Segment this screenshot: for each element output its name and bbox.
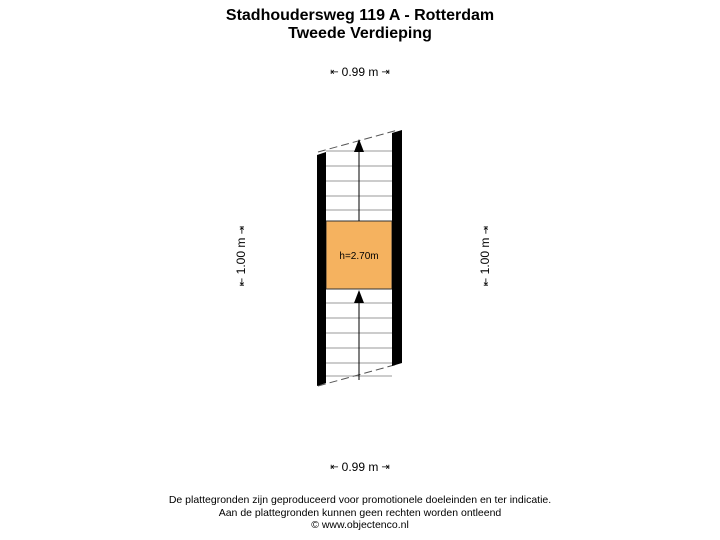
left-wall xyxy=(317,152,326,386)
dimension-arrow-left-icon: ⇤ xyxy=(330,67,339,78)
bottom-width-dimension: ⇤0.99 m⇥ xyxy=(0,460,720,475)
dimension-arrow-right-icon: ⇥ xyxy=(381,462,390,473)
bottom-cut-line xyxy=(317,363,399,387)
copyright-link[interactable]: © www.objectenco.nl xyxy=(311,519,409,531)
up-arrow-icon xyxy=(354,139,364,152)
disclaimer-line-1: De plattegronden zijn geproduceerd voor … xyxy=(168,494,552,506)
up-arrow-icon xyxy=(354,290,364,303)
dimension-arrow-right-icon: ⇥ xyxy=(381,67,390,78)
floor-subtitle: Tweede Verdieping xyxy=(288,25,432,42)
top-width-dimension: ⇤0.99 m⇥ xyxy=(0,65,720,80)
dimension-arrow-left-icon: ⇤ xyxy=(330,462,339,473)
top-width-label: 0.99 m xyxy=(341,65,379,79)
disclaimer-line-2: Aan de plattegronden kunnen geen rechten… xyxy=(218,507,502,519)
top-cut-line xyxy=(317,129,399,153)
bottom-width-label: 0.99 m xyxy=(341,460,379,474)
page-title: Stadhoudersweg 119 A - Rotterdam xyxy=(225,7,495,24)
right-wall xyxy=(392,130,402,366)
landing-height-label: h=2.70m xyxy=(339,251,378,262)
